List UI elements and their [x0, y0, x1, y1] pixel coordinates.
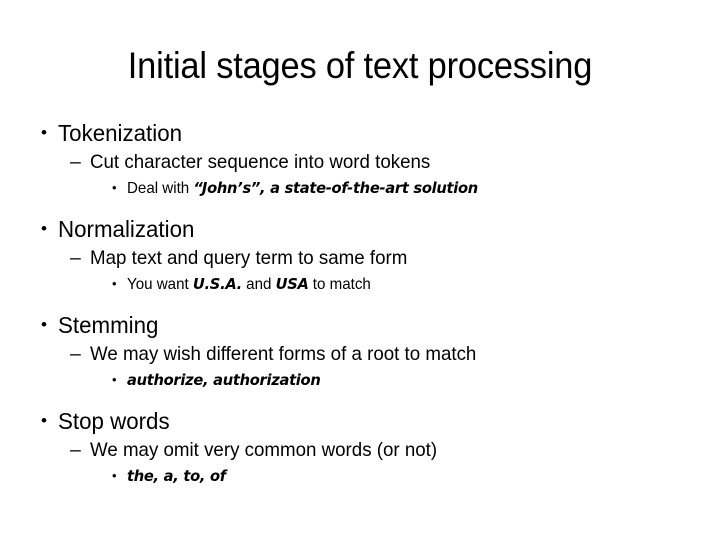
page-title: Initial stages of text processing: [127, 45, 593, 86]
bullet-level1-label: Normalization: [58, 216, 195, 242]
bullet-level1-stop-words: • Stop words: [0, 406, 720, 436]
bullet-level3-emphasis-run: the, a, to, of: [127, 467, 226, 485]
bullet-level3-stemming: • authorize, authorization: [0, 368, 720, 393]
bullet-level2-label: We may wish different forms of a root to…: [90, 343, 477, 365]
bullet-dot-icon: •: [112, 180, 117, 195]
bullet-group-normalization: • Normalization – Map text and query ter…: [0, 214, 720, 297]
bullet-level2-label: Map text and query term to same form: [90, 247, 408, 269]
bullet-group-stemming: • Stemming – We may wish different forms…: [0, 310, 720, 393]
bullet-dot-icon: •: [41, 219, 47, 238]
bullet-level1-stemming: • Stemming: [0, 310, 720, 340]
bullet-dot-icon: •: [41, 123, 47, 142]
bullet-level1-label: Stemming: [58, 312, 159, 338]
bullet-group-stop-words: • Stop words – We may omit very common w…: [0, 406, 720, 489]
bullet-level3-tail-run: to match: [308, 276, 371, 293]
bullet-level2-stemming: – We may wish different forms of a root …: [0, 340, 720, 368]
slide-body: • Tokenization – Cut character sequence …: [0, 118, 720, 489]
bullet-dot-icon: •: [112, 468, 117, 483]
bullet-level2-normalization: – Map text and query term to same form: [0, 244, 720, 272]
bullet-level3-normalization: • You want U.S.A. and USA to match: [0, 272, 720, 297]
bullet-dot-icon: •: [112, 276, 117, 291]
bullet-dash-icon: –: [70, 439, 81, 461]
bullet-level3-label: You want U.S.A. and USA to match: [127, 272, 371, 297]
bullet-level3-tokenization: • Deal with “John’s”, a state-of-the-art…: [0, 176, 720, 201]
bullet-group-tokenization: • Tokenization – Cut character sequence …: [0, 118, 720, 201]
bullet-dot-icon: •: [41, 411, 47, 430]
bullet-level3-emphasis-run: “John’s”, a state-of-the-art solution: [193, 179, 478, 197]
bullet-level2-stop-words: – We may omit very common words (or not): [0, 436, 720, 464]
bullet-level3-emphasis-run: U.S.A.: [192, 275, 242, 293]
bullet-level3-label: authorize, authorization: [127, 368, 321, 393]
bullet-dot-icon: •: [112, 372, 117, 387]
bullet-dot-icon: •: [41, 315, 47, 334]
bullet-dash-icon: –: [70, 343, 81, 365]
bullet-level2-label: Cut character sequence into word tokens: [90, 151, 431, 173]
bullet-level1-label: Tokenization: [58, 120, 183, 146]
bullet-level1-normalization: • Normalization: [0, 214, 720, 244]
bullet-dash-icon: –: [70, 151, 81, 173]
bullet-dash-icon: –: [70, 247, 81, 269]
bullet-level3-stop-words: • the, a, to, of: [0, 464, 720, 489]
bullet-level3-label: the, a, to, of: [127, 464, 226, 489]
bullet-level3-plain-run: You want: [127, 276, 193, 293]
bullet-level1-tokenization: • Tokenization: [0, 118, 720, 148]
bullet-level3-emphasis-run-2: USA: [275, 275, 309, 293]
bullet-level3-plain-run: Deal with: [127, 180, 194, 197]
bullet-level3-emphasis-run: authorize, authorization: [127, 371, 321, 389]
bullet-level3-mid-run: and: [241, 276, 276, 293]
bullet-level1-label: Stop words: [58, 408, 170, 434]
bullet-level2-label: We may omit very common words (or not): [90, 439, 438, 461]
bullet-level2-tokenization: – Cut character sequence into word token…: [0, 148, 720, 176]
bullet-level3-label: Deal with “John’s”, a state-of-the-art s…: [127, 176, 478, 201]
